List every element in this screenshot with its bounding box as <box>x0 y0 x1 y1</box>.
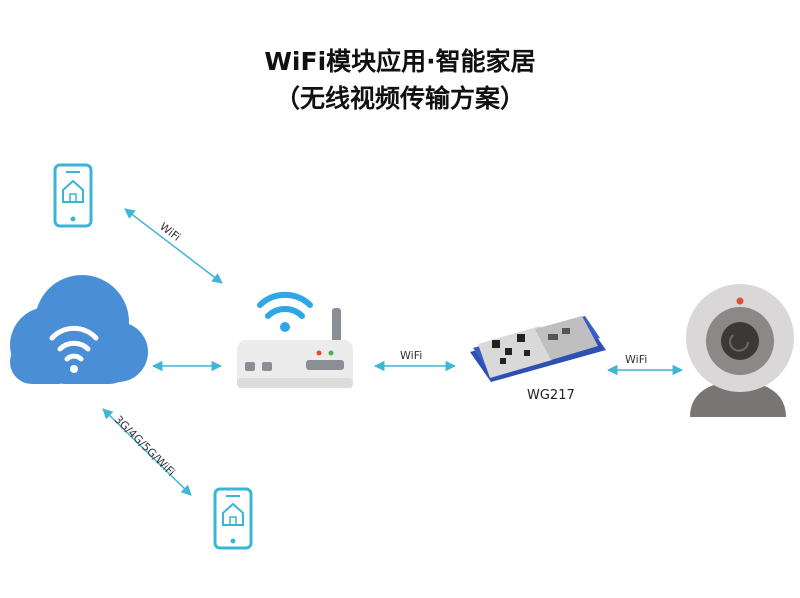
label-router-module-wifi: WiFi <box>400 349 422 362</box>
camera-icon <box>686 284 794 417</box>
module-model-label: WG217 <box>527 388 575 403</box>
wifi-module-icon <box>470 316 606 382</box>
router-icon <box>237 295 353 388</box>
label-module-camera-wifi: WiFi <box>625 353 647 366</box>
link-phone-top-router <box>125 209 222 283</box>
phone-icon-top <box>55 165 91 226</box>
cloud-wifi-icon <box>10 275 148 384</box>
phone-icon-bottom <box>215 489 251 548</box>
